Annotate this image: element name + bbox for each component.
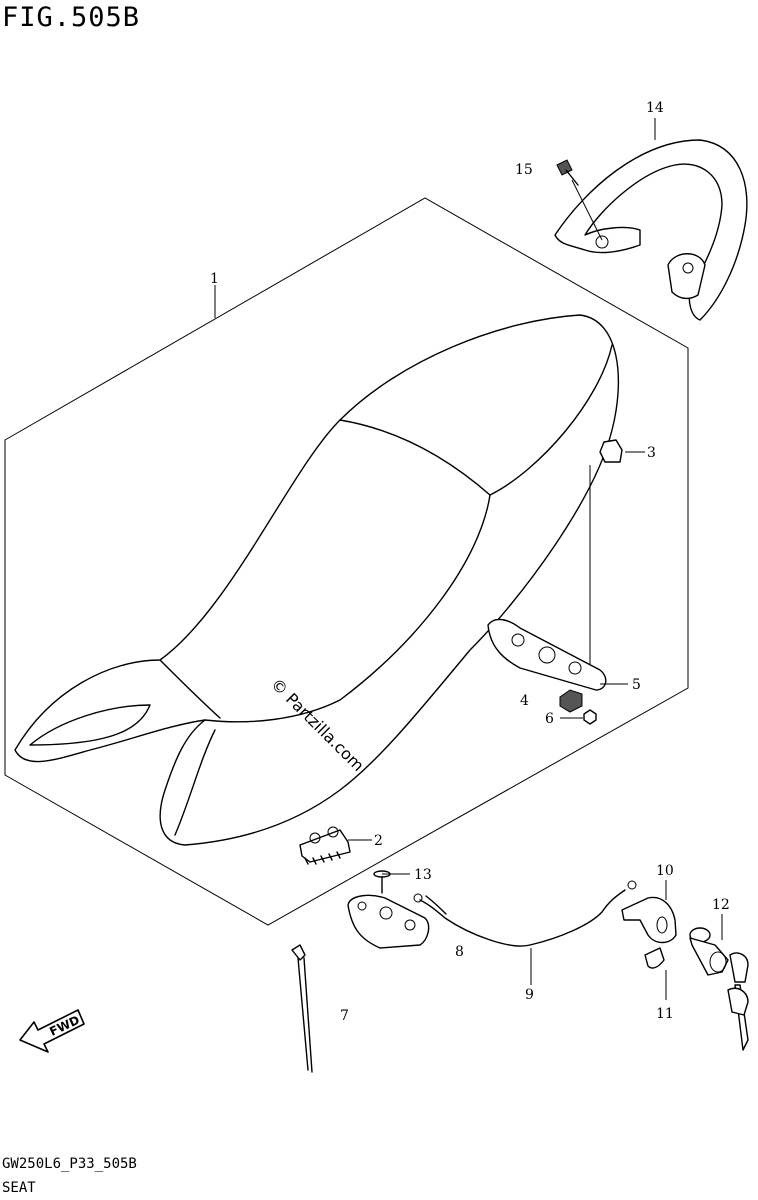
seat-lock-cable-part[interactable] [413, 880, 637, 947]
seat-bracket-part[interactable] [487, 618, 607, 691]
rail-bolt-part[interactable] [556, 159, 579, 186]
grab-rail-part[interactable] [554, 139, 748, 321]
callout-14: 14 [646, 100, 664, 116]
nut-part[interactable] [559, 689, 583, 713]
figure-code: GW250L6_P33_505B [2, 1156, 137, 1172]
callout-10: 10 [656, 863, 674, 879]
figure-title: FIG.505B [2, 2, 141, 33]
callout-7: 7 [340, 1008, 349, 1024]
rubber-cushion-part[interactable] [299, 826, 351, 865]
callout-2: 2 [374, 833, 383, 849]
fwd-arrow-icon: FWD [19, 1009, 85, 1053]
callout-11: 11 [656, 1006, 674, 1022]
callout-12: 12 [712, 897, 730, 913]
callout-1: 1 [210, 271, 219, 287]
figure-caption: SEAT [2, 1180, 36, 1196]
callout-8: 8 [455, 944, 464, 960]
assembly-boundary [4, 197, 689, 926]
callout-9: 9 [525, 987, 534, 1003]
callout-3: 3 [647, 445, 656, 461]
leader-lines [214, 118, 723, 1000]
lock-cylinder-part[interactable] [689, 927, 749, 1051]
callout-13: 13 [414, 867, 432, 883]
callout-15: 15 [515, 162, 533, 178]
seat-lock-part[interactable] [347, 894, 430, 949]
callout-6: 6 [545, 711, 554, 727]
lock-bracket-part[interactable] [621, 896, 677, 944]
seat-part[interactable] [14, 314, 620, 846]
cable-tie-part[interactable] [291, 944, 313, 1073]
small-nut-part[interactable] [583, 709, 597, 725]
callout-4: 4 [520, 693, 529, 709]
callout-5: 5 [632, 677, 641, 693]
lock-clip-part[interactable] [644, 947, 665, 969]
cushion-part[interactable] [599, 439, 623, 463]
